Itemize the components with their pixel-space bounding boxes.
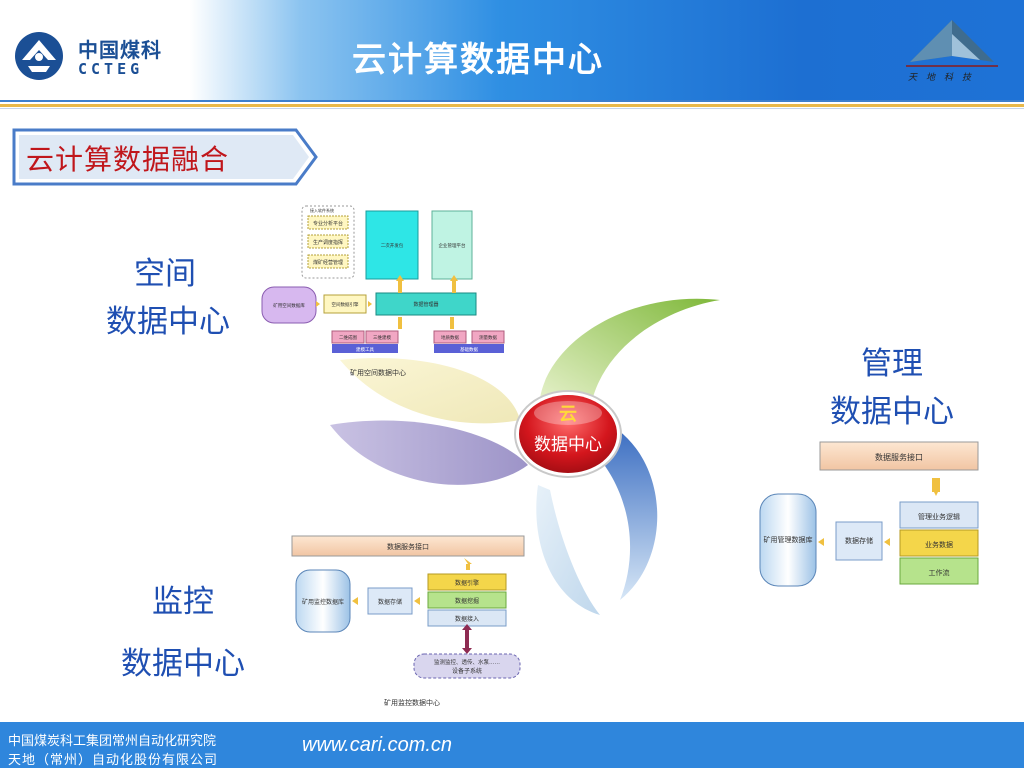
svg-text:数据引擎: 数据引擎: [455, 579, 479, 587]
app-label-2: 生产调度指挥: [313, 239, 343, 246]
device-subsystem-line1: 监测监控、透传、水泵……: [434, 658, 500, 666]
pinwheel-cream-blade: [340, 358, 520, 424]
pinwheel-green-blade: [540, 298, 720, 410]
spatial-datacenter-diagram: 接入软件系统 专业分析平台 生产调度指挥 煤矿经营管理 二次开发包 企业管理平台…: [261, 205, 505, 377]
svg-text:管理业务逻辑: 管理业务逻辑: [918, 512, 960, 521]
bottom-group-bar-2: [434, 344, 504, 353]
svg-text:地质数据: 地质数据: [441, 334, 459, 341]
app-box-3: [307, 254, 349, 269]
pinwheel-paleblue-blade: [536, 485, 600, 615]
svg-text:测量数据: 测量数据: [479, 334, 497, 341]
mon-top-label: 数据服务接口: [387, 542, 429, 551]
mgmt-stack-3: [899, 557, 979, 585]
monitor-label-line2: 数据中心: [121, 646, 245, 682]
device-subsystem-line2: 设备子系统: [452, 667, 482, 675]
footer-website-link[interactable]: www.cari.com.cn: [302, 734, 453, 756]
mgmt-db-label: 矿用管理数据库: [764, 535, 813, 544]
app-box-1: [307, 215, 349, 230]
pinwheel-purple-blade: [330, 420, 528, 485]
software-group-box: [301, 205, 355, 279]
mon-store-box: [367, 587, 413, 615]
dev-kit-box: [365, 210, 419, 280]
cloud-badge-title: 云: [559, 404, 577, 425]
svg-text:数据接入: 数据接入: [455, 615, 479, 623]
bottom-box-3: [433, 330, 467, 344]
mgmt-db-cylinder: [759, 493, 817, 587]
mgmt-top-label: 数据服务接口: [875, 452, 923, 462]
data-manager-box: [375, 292, 477, 316]
spatial-diagram-caption: 矿用空间数据中心: [350, 368, 406, 377]
ccteg-logo-icon: [15, 32, 63, 80]
spatial-db-label: 矿用空间数据库: [273, 302, 305, 309]
svg-text:三维建模: 三维建模: [373, 334, 391, 341]
data-manager-label: 数据管理器: [413, 301, 438, 308]
tiandi-logo-text: 天地科技: [908, 73, 981, 83]
mgmt-store-label: 数据存储: [845, 536, 873, 545]
pinwheel-blue-blade: [592, 430, 658, 600]
monitor-datacenter-diagram: 数据服务接口 矿用监控数据库 数据存储 数据引擎 数据挖掘 数据接入 监测监控、…: [291, 535, 525, 707]
mgmt-label-line1: 管理: [861, 346, 923, 382]
mgmt-stack-1: [899, 501, 979, 529]
mon-store-label: 数据存储: [378, 598, 402, 606]
spatial-label-line2: 数据中心: [106, 304, 230, 340]
enterprise-box: [431, 210, 473, 280]
bottom-box-2: [365, 330, 399, 344]
section-tag-shape: [12, 128, 318, 186]
monitor-label-line1: 监控: [152, 584, 214, 620]
app-label-3: 煤矿经营管理: [313, 259, 343, 266]
spatial-engine-label: 空间数据引擎: [332, 301, 359, 308]
svg-text:建模工具: 建模工具: [356, 346, 374, 353]
bottom-box-1: [331, 330, 365, 344]
spatial-label-line1: 空间: [134, 256, 196, 292]
mon-stack-2: [427, 591, 507, 609]
app-label-1: 专业分析平台: [313, 220, 343, 227]
mon-db-cylinder: [295, 569, 351, 633]
section-tag-label: 云计算数据融合: [26, 143, 230, 176]
mgmt-datacenter-diagram: 数据服务接口 矿用管理数据库 数据存储 管理业务逻辑 业务数据 工作流: [759, 441, 979, 587]
svg-text:工作流: 工作流: [929, 568, 950, 577]
mon-top-bar: [291, 535, 525, 557]
logo-english-name: CCTEG: [78, 60, 144, 78]
monitor-diagram-caption: 矿用监控数据中心: [384, 698, 440, 707]
svg-text:业务数据: 业务数据: [925, 540, 953, 549]
bottom-group-bar-1: [332, 344, 398, 353]
footer-bar: [0, 722, 1024, 768]
header-accent-rule: [0, 104, 1024, 107]
app-box-2: [307, 234, 349, 249]
spatial-engine-box: [323, 294, 367, 314]
mon-stack-1: [427, 573, 507, 591]
bottom-box-4: [471, 330, 505, 344]
header-divider: [0, 100, 1024, 102]
cloud-datacenter-badge: [514, 390, 622, 478]
mon-db-label: 矿用监控数据库: [302, 598, 344, 606]
footer-org-line1: 中国煤炭科工集团常州自动化研究院: [8, 734, 217, 749]
mgmt-top-bar: [819, 441, 979, 471]
svg-text:数据挖掘: 数据挖掘: [455, 597, 479, 605]
svg-text:基础数据: 基础数据: [460, 346, 478, 353]
cloud-badge-subtitle: 数据中心: [534, 435, 602, 455]
mgmt-store-box: [835, 521, 883, 561]
mgmt-label-line2: 数据中心: [830, 394, 954, 430]
mgmt-stack-2: [899, 529, 979, 557]
tiandi-logo-icon: [906, 20, 998, 67]
software-group-label: 接入软件系统: [310, 207, 334, 213]
device-subsystem-box: [413, 653, 521, 679]
svg-text:二维成图: 二维成图: [339, 334, 357, 341]
dev-kit-label: 二次开发包: [381, 242, 404, 249]
footer-org-line2: 天地（常州）自动化股份有限公司: [8, 753, 219, 768]
enterprise-label: 企业管理平台: [439, 242, 466, 249]
header-thin-rule: [0, 108, 1024, 109]
page-title: 云计算数据中心: [352, 40, 604, 80]
logo-chinese-name: 中国煤科: [78, 38, 162, 62]
pinwheel-graphic: [330, 298, 720, 615]
header-bar: [0, 0, 1024, 100]
